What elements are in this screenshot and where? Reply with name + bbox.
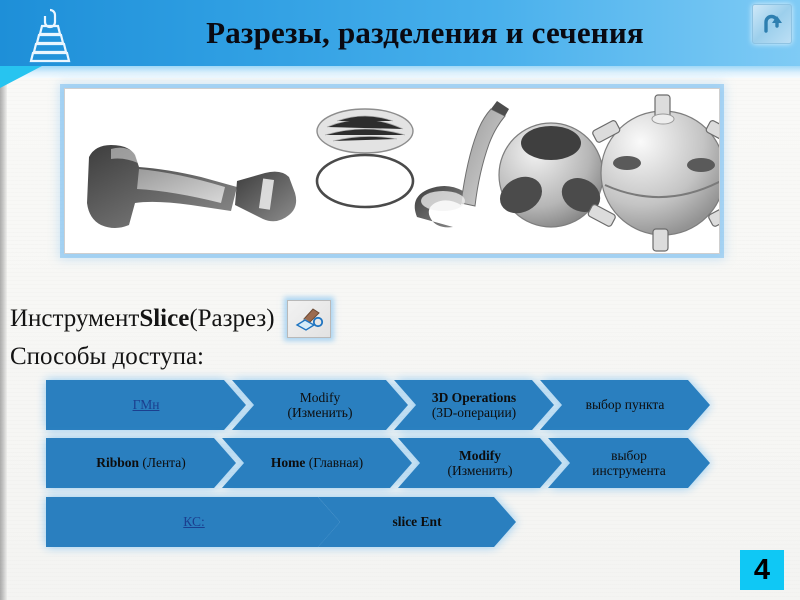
flow-step-sublabel: (Главная) (305, 455, 364, 471)
flow-step-label: 3D Operations (431, 389, 517, 405)
header-underline (0, 66, 800, 78)
tool-description-prefix: Инструмент (10, 305, 140, 332)
u-turn-arrow-icon (764, 14, 782, 33)
flow-step-label: выбор (611, 447, 647, 463)
flow-step[interactable]: ГМн (46, 380, 246, 430)
flow-step-sublabel: (Изменить) (287, 405, 353, 420)
flow-step-sublabel: инструмента (592, 463, 666, 478)
flow-row-ribbon: Ribbon (Лента) Home (Главная) Modify (Из… (46, 438, 710, 488)
flow-step[interactable]: КС: (46, 497, 342, 547)
flow-step[interactable]: slice Ent (318, 497, 516, 547)
flow-step-label: Home (270, 455, 306, 471)
slide-left-edge (0, 0, 7, 600)
flow-step-label: КС: (183, 514, 205, 530)
slice-tool-icon[interactable] (286, 300, 331, 338)
flow-step[interactable]: выбор пункта (540, 380, 710, 430)
stacked-cone-icon (26, 4, 74, 66)
tool-description-suffix: (Разрез) (189, 305, 275, 332)
corner-accent-wedge (0, 66, 42, 88)
slide-number-badge: 4 (740, 550, 784, 590)
tool-description-line: Инструмент Slice (Разрез) (10, 300, 331, 338)
tool-name: Slice (139, 305, 190, 332)
flow-step-label: Ribbon (96, 455, 140, 471)
flow-step[interactable]: Home (Главная) (222, 438, 412, 488)
flow-step-label: Modify (299, 389, 341, 405)
header-bar: Разрезы, разделения и сечения (0, 0, 800, 66)
flow-step-label: Modify (459, 447, 501, 463)
flow-step-label: ГМн (132, 397, 160, 413)
flow-step-sublabel: (Изменить) (447, 463, 513, 478)
return-button[interactable] (752, 4, 792, 44)
flow-step-label: выбор пункта (585, 397, 665, 413)
flow-row-menu: ГМн Modify (Изменить) 3D Operations (3D-… (46, 380, 710, 430)
flow-step-sublabel: (Лента) (139, 455, 186, 471)
flow-row-keyboard: КС: slice Ent (46, 497, 516, 547)
access-methods-label: Способы доступа: (10, 343, 204, 370)
flow-step[interactable]: Ribbon (Лента) (46, 438, 236, 488)
figure-image (64, 88, 720, 254)
flow-step-sublabel: (3D-операции) (431, 405, 517, 420)
flow-step[interactable]: Modify (Изменить) (232, 380, 408, 430)
flow-step[interactable]: выбор инструмента (548, 438, 710, 488)
page-title: Разрезы, разделения и сечения (206, 15, 644, 50)
flow-step[interactable]: 3D Operations (3D-операции) (394, 380, 554, 430)
flow-step-label: slice Ent (392, 514, 442, 530)
flow-step[interactable]: Modify (Изменить) (398, 438, 562, 488)
